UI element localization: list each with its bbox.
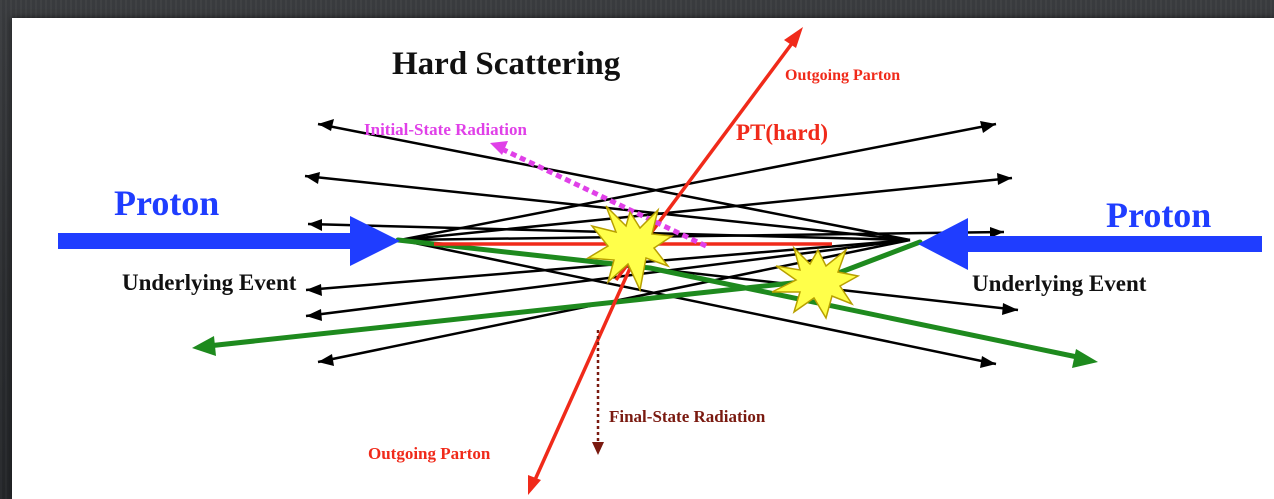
outgoing-parton-arrowheads: [528, 27, 803, 495]
arrowhead-black: [306, 284, 322, 296]
label-outgoing-parton-top: Outgoing Parton: [785, 67, 900, 84]
track-black: [399, 238, 997, 366]
arrowhead-black: [318, 119, 334, 131]
label-outgoing-parton-bottom: Outgoing Parton: [368, 444, 491, 463]
label-proton-right: Proton: [1106, 195, 1211, 235]
proton-beam-right: [918, 218, 1262, 270]
arrowhead-black: [306, 309, 322, 321]
arrowhead-green: [192, 336, 216, 356]
diagram-title: Hard Scattering: [392, 46, 621, 82]
label-underlying-event-right: Underlying Event: [972, 271, 1147, 296]
arrowhead-black: [997, 173, 1012, 185]
arrowhead-black: [318, 354, 334, 366]
track-black: [305, 238, 911, 318]
arrowhead-red-top: [784, 27, 803, 48]
underlying-event-arrowheads: [305, 119, 1018, 368]
arrowhead-black: [980, 356, 996, 368]
collision-burst-secondary: [771, 245, 861, 320]
track-black: [317, 122, 911, 242]
collision-burst-primary: [585, 205, 675, 293]
label-final-state-radiation: Final-State Radiation: [609, 407, 766, 426]
track-black: [399, 122, 997, 242]
arrowhead-black: [990, 227, 1004, 238]
track-black: [399, 230, 1005, 242]
arrowhead-black: [308, 219, 322, 231]
label-underlying-event-left: Underlying Event: [122, 270, 297, 295]
initial-state-radiation: [490, 141, 708, 249]
arrowhead-black: [1002, 303, 1018, 315]
arrowhead-green: [1072, 349, 1098, 368]
label-proton-left: Proton: [114, 183, 219, 223]
arrowhead-red-bottom: [528, 475, 541, 495]
label-initial-state-radiation: Initial-State Radiation: [364, 120, 527, 139]
green-arrowheads: [192, 336, 1098, 368]
outgoing-parton-bottom-line: [532, 245, 642, 483]
label-pt-hard: PT(hard): [736, 120, 828, 145]
arrowhead-black: [305, 172, 320, 184]
track-black: [399, 176, 1013, 242]
proton-beam-left: [58, 216, 400, 266]
arrowhead-black: [980, 121, 996, 133]
final-state-radiation: [592, 330, 604, 455]
